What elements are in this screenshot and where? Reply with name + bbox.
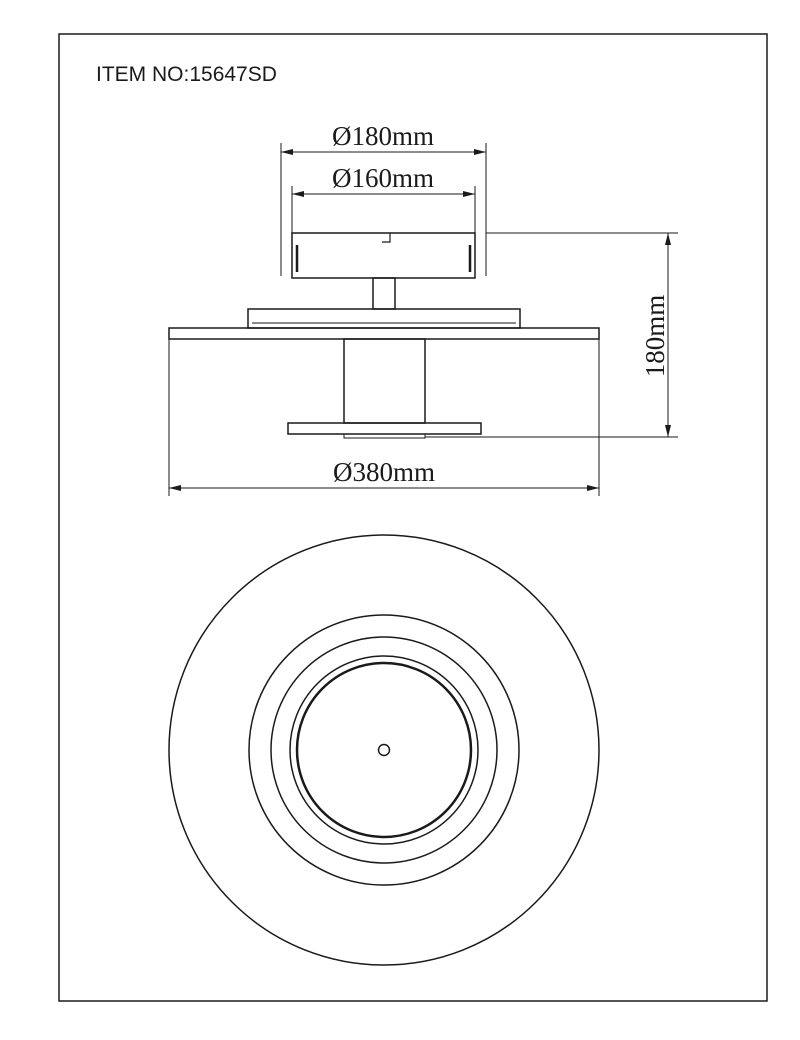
top-view-outer-disc [168,534,600,966]
dimension-lines [168,143,678,496]
dimension-label-380: Ø380mm [333,457,435,487]
stem [372,277,396,310]
canopy [291,232,476,279]
top-view [168,534,600,966]
top-view-plate-ring [248,614,520,886]
item-number-title: ITEM NO:15647SD [96,63,277,86]
upper-plate [247,308,521,329]
dimension-label-160: Ø160mm [332,163,434,193]
main-disc [168,327,600,340]
dimension-label-height: 180mm [640,295,670,378]
top-view-canopy-inner [289,655,479,845]
top-view-center-ring [295,661,473,839]
lower-cylinder [343,338,426,424]
top-view-mount-hole [377,743,391,757]
top-view-canopy-outer [270,636,498,864]
bottom-plate [287,422,482,435]
canopy-hook [382,233,391,243]
drawing-border [58,33,768,1002]
bottom-diffuser [343,433,426,439]
dimension-label-180: Ø180mm [332,121,434,151]
side-view [168,232,600,439]
